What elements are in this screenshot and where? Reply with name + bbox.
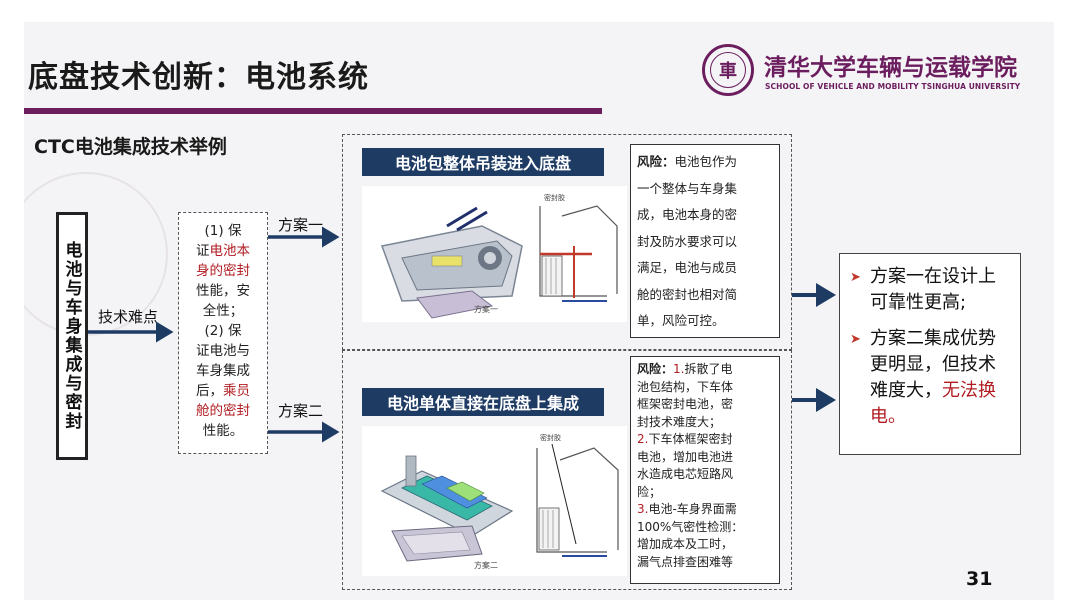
plan1-panel (342, 134, 792, 350)
bullet-arrow-icon: ➤ (850, 270, 861, 285)
risk-line: 风险：1.拆散了电 (637, 361, 773, 379)
plan1-seal-label: 密封胶 (544, 193, 565, 202)
risk-number: 1. (673, 362, 685, 376)
risk-number: 3. (637, 502, 649, 516)
risk-line: 舱的密封也相对简 (637, 286, 738, 302)
risk-number: 2. (637, 432, 649, 446)
plan2-risk-box: 风险：1.拆散了电 池包结构，下车体 框架密封电池，密 封技术难度大； 2.下车… (630, 356, 780, 584)
risk-line: 池包结构，下车体 (637, 379, 734, 394)
chassis-diagram-icon: 方案一 密封胶 (380, 193, 618, 319)
conclusion-text-part: 方案二集成优势更明显，但技术难度大， (870, 328, 996, 401)
risk-title: 风险： (637, 362, 674, 376)
difficulty-box: (1) 保 证电池本 身的密封 性能，安 全性； (2) 保 证电池与 车身集成… (178, 212, 268, 454)
plan1-header: 电池包整体吊装进入底盘 (362, 148, 604, 176)
difficulty-text: 后， (196, 383, 223, 399)
risk-line: 3.电池-车身界面需 (637, 501, 773, 519)
plan2-seal-label: 密封胶 (540, 433, 561, 442)
conclusion-box: ➤ 方案一在设计上可靠性更高; ➤ 方案二集成优势更明显，但技术难度大，无法换电… (839, 253, 1021, 455)
plan2-panel (342, 350, 792, 590)
plan2-label: 方案二 (278, 402, 324, 420)
conclusion-emphasis: 无法换电。 (870, 380, 996, 427)
difficulty-line: (2) 保 (204, 323, 242, 339)
risk-text: 电池包作为 (674, 154, 738, 169)
bullet-arrow-icon: ➤ (850, 332, 861, 347)
university-seal-icon: 車 (702, 44, 754, 96)
plan1-risk-box: 风险：电池包作为 一个整体与车身集 成，电池本身的密 封及防水要求可以 满足，电… (630, 144, 780, 338)
title-underline (24, 108, 602, 114)
logo-name-en: SCHOOL OF VEHICLE AND MOBILITY TSINGHUA … (765, 82, 1021, 91)
difficulty-line: 证电池本 (185, 241, 261, 261)
risk-line: 框架密封电池，密 (637, 397, 734, 411)
plan2-illustration: 方案二 密封胶 (362, 426, 627, 576)
risk-line: 100%气密性检测： (637, 519, 744, 534)
cell-chassis-diagram-icon: 方案二 密封胶 (380, 433, 619, 570)
risk-line: 封及防水要求可以 (637, 233, 738, 249)
logo-name-cn: 清华大学车辆与运载学院 (764, 55, 1017, 81)
risk-line: 一个整体与车身集 (637, 180, 738, 196)
difficulty-line: (1) 保 (204, 223, 242, 239)
difficulty-line: 全性； (202, 303, 244, 319)
risk-line: 满足，电池与成员 (637, 260, 738, 275)
risk-line: 单，风险可控。 (637, 313, 725, 328)
chassis-frame-icon (380, 206, 523, 319)
difficulty-line: 证电池与 (196, 343, 250, 359)
risk-line: 2.下车体框架密封 (637, 431, 773, 449)
plan1-label: 方案一 (278, 216, 324, 234)
plan2-caption: 方案二 (474, 560, 498, 570)
page-number: 31 (966, 568, 993, 590)
risk-line: 封技术难度大； (637, 414, 722, 429)
difficulty-line: 车身集成 (196, 363, 250, 379)
plan1-caption: 方案一 (474, 304, 498, 314)
risk-line: 险； (637, 484, 662, 499)
difficulty-text: 证 (196, 243, 210, 259)
seal-section-icon: 密封胶 (536, 433, 619, 557)
risk-line: 电池，增加电池进 (637, 449, 734, 464)
conclusion-text: 方案一在设计上可靠性更高; (870, 266, 996, 313)
risk-line: 风险：电池包作为 (637, 149, 773, 176)
risk-text: 拆散了电 (684, 362, 733, 376)
cell-frame-icon (380, 455, 514, 562)
conclusion-text: 方案二集成优势更明显，但技术难度大，无法换电。 (870, 326, 1012, 430)
slide-title: 底盘技术创新：电池系统 (28, 60, 369, 95)
risk-line: 水造成电芯短路风 (637, 467, 734, 481)
difficulty-emphasis: 乘员 (223, 383, 250, 399)
slide: 底盘技术创新：电池系统 車 清华大学车辆与运载学院 SCHOOL OF VEHI… (24, 22, 1054, 600)
risk-title: 风险： (637, 154, 675, 169)
risk-line: 增加成本及工时， (637, 537, 734, 551)
seal-inner: 車 (710, 52, 746, 88)
risk-text: 下车体框架密封 (648, 432, 733, 446)
difficulty-line: 后，乘员 (185, 381, 261, 401)
risk-line: 漏气点排查困难等 (637, 554, 734, 569)
conclusion-item: ➤ 方案一在设计上可靠性更高; (850, 264, 1012, 316)
tech-difficulty-label: 技术难点 (98, 308, 159, 326)
topic-text: 电池与车身集成与密封 (61, 241, 82, 431)
difficulty-emphasis: 电池本 (209, 243, 251, 259)
watermark-seal (24, 172, 168, 336)
plan2-header: 电池单体直接在底盘上集成 (362, 388, 604, 416)
seal-section-icon: 密封胶 (539, 193, 618, 302)
risk-line: 成，电池本身的密 (637, 207, 738, 222)
risk-text: 电池-车身界面需 (648, 502, 737, 516)
conclusion-item: ➤ 方案二集成优势更明显，但技术难度大，无法换电。 (850, 326, 1012, 430)
topic-box: 电池与车身集成与密封 (56, 212, 88, 460)
difficulty-line: 性能，安 (196, 283, 250, 299)
plan1-illustration: 方案一 密封胶 (362, 186, 627, 322)
section-subtitle: CTC电池集成技术举例 (34, 136, 227, 158)
difficulty-emphasis: 身的密封 (196, 263, 250, 279)
difficulty-emphasis: 舱的密封 (196, 403, 250, 419)
flow-arrows (88, 226, 836, 443)
difficulty-line: 性能。 (202, 423, 244, 439)
